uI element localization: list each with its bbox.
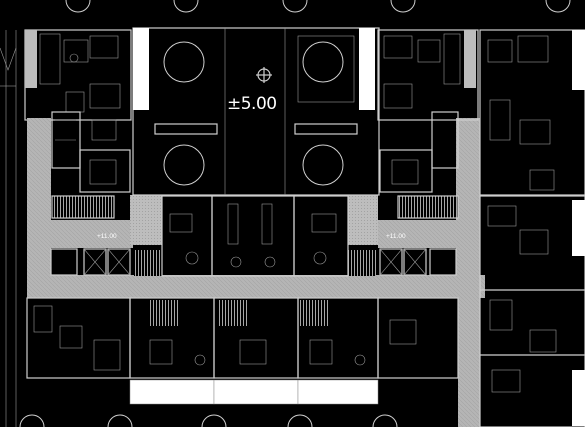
stair-icon — [51, 195, 162, 276]
elevator-icon — [379, 248, 457, 276]
tree-canopy-icon — [287, 414, 313, 427]
terrace-strips — [129, 379, 379, 405]
corridor-level-right: +11.00 — [386, 233, 406, 240]
apartment-block-top-left — [24, 29, 132, 193]
tree-canopy-icon — [372, 414, 398, 427]
apartment-block-top-right — [377, 29, 585, 196]
tree-canopy-icon — [545, 0, 571, 13]
elevator-icon — [50, 248, 131, 276]
tree-canopy-icon — [390, 0, 416, 13]
tree-canopy-icon — [302, 144, 344, 186]
tree-canopy-icon — [201, 414, 227, 427]
tree-canopy-icon — [173, 0, 199, 13]
tree-canopy-icon — [302, 41, 344, 83]
crosshair-icon — [256, 67, 272, 83]
tree-row-bottom — [19, 414, 398, 427]
apartment-block-right — [479, 195, 585, 427]
courtyard-level-label: ±5.00 — [227, 94, 277, 114]
tree-canopy-icon — [19, 414, 45, 427]
apartment-row-bottom — [26, 297, 459, 379]
courtyard — [132, 27, 380, 196]
tree-canopy-icon — [163, 144, 205, 186]
tree-canopy-icon — [107, 414, 133, 427]
corridor — [27, 118, 485, 427]
left-edge — [0, 30, 17, 427]
tree-canopy-icon — [65, 0, 91, 13]
stair-icon — [348, 195, 459, 276]
corridor-level-left: +11.00 — [97, 233, 117, 240]
tree-canopy-icon — [163, 41, 205, 83]
central-units-upper — [161, 195, 349, 277]
tree-row-top — [65, 0, 571, 13]
tree-canopy-icon — [282, 0, 308, 13]
